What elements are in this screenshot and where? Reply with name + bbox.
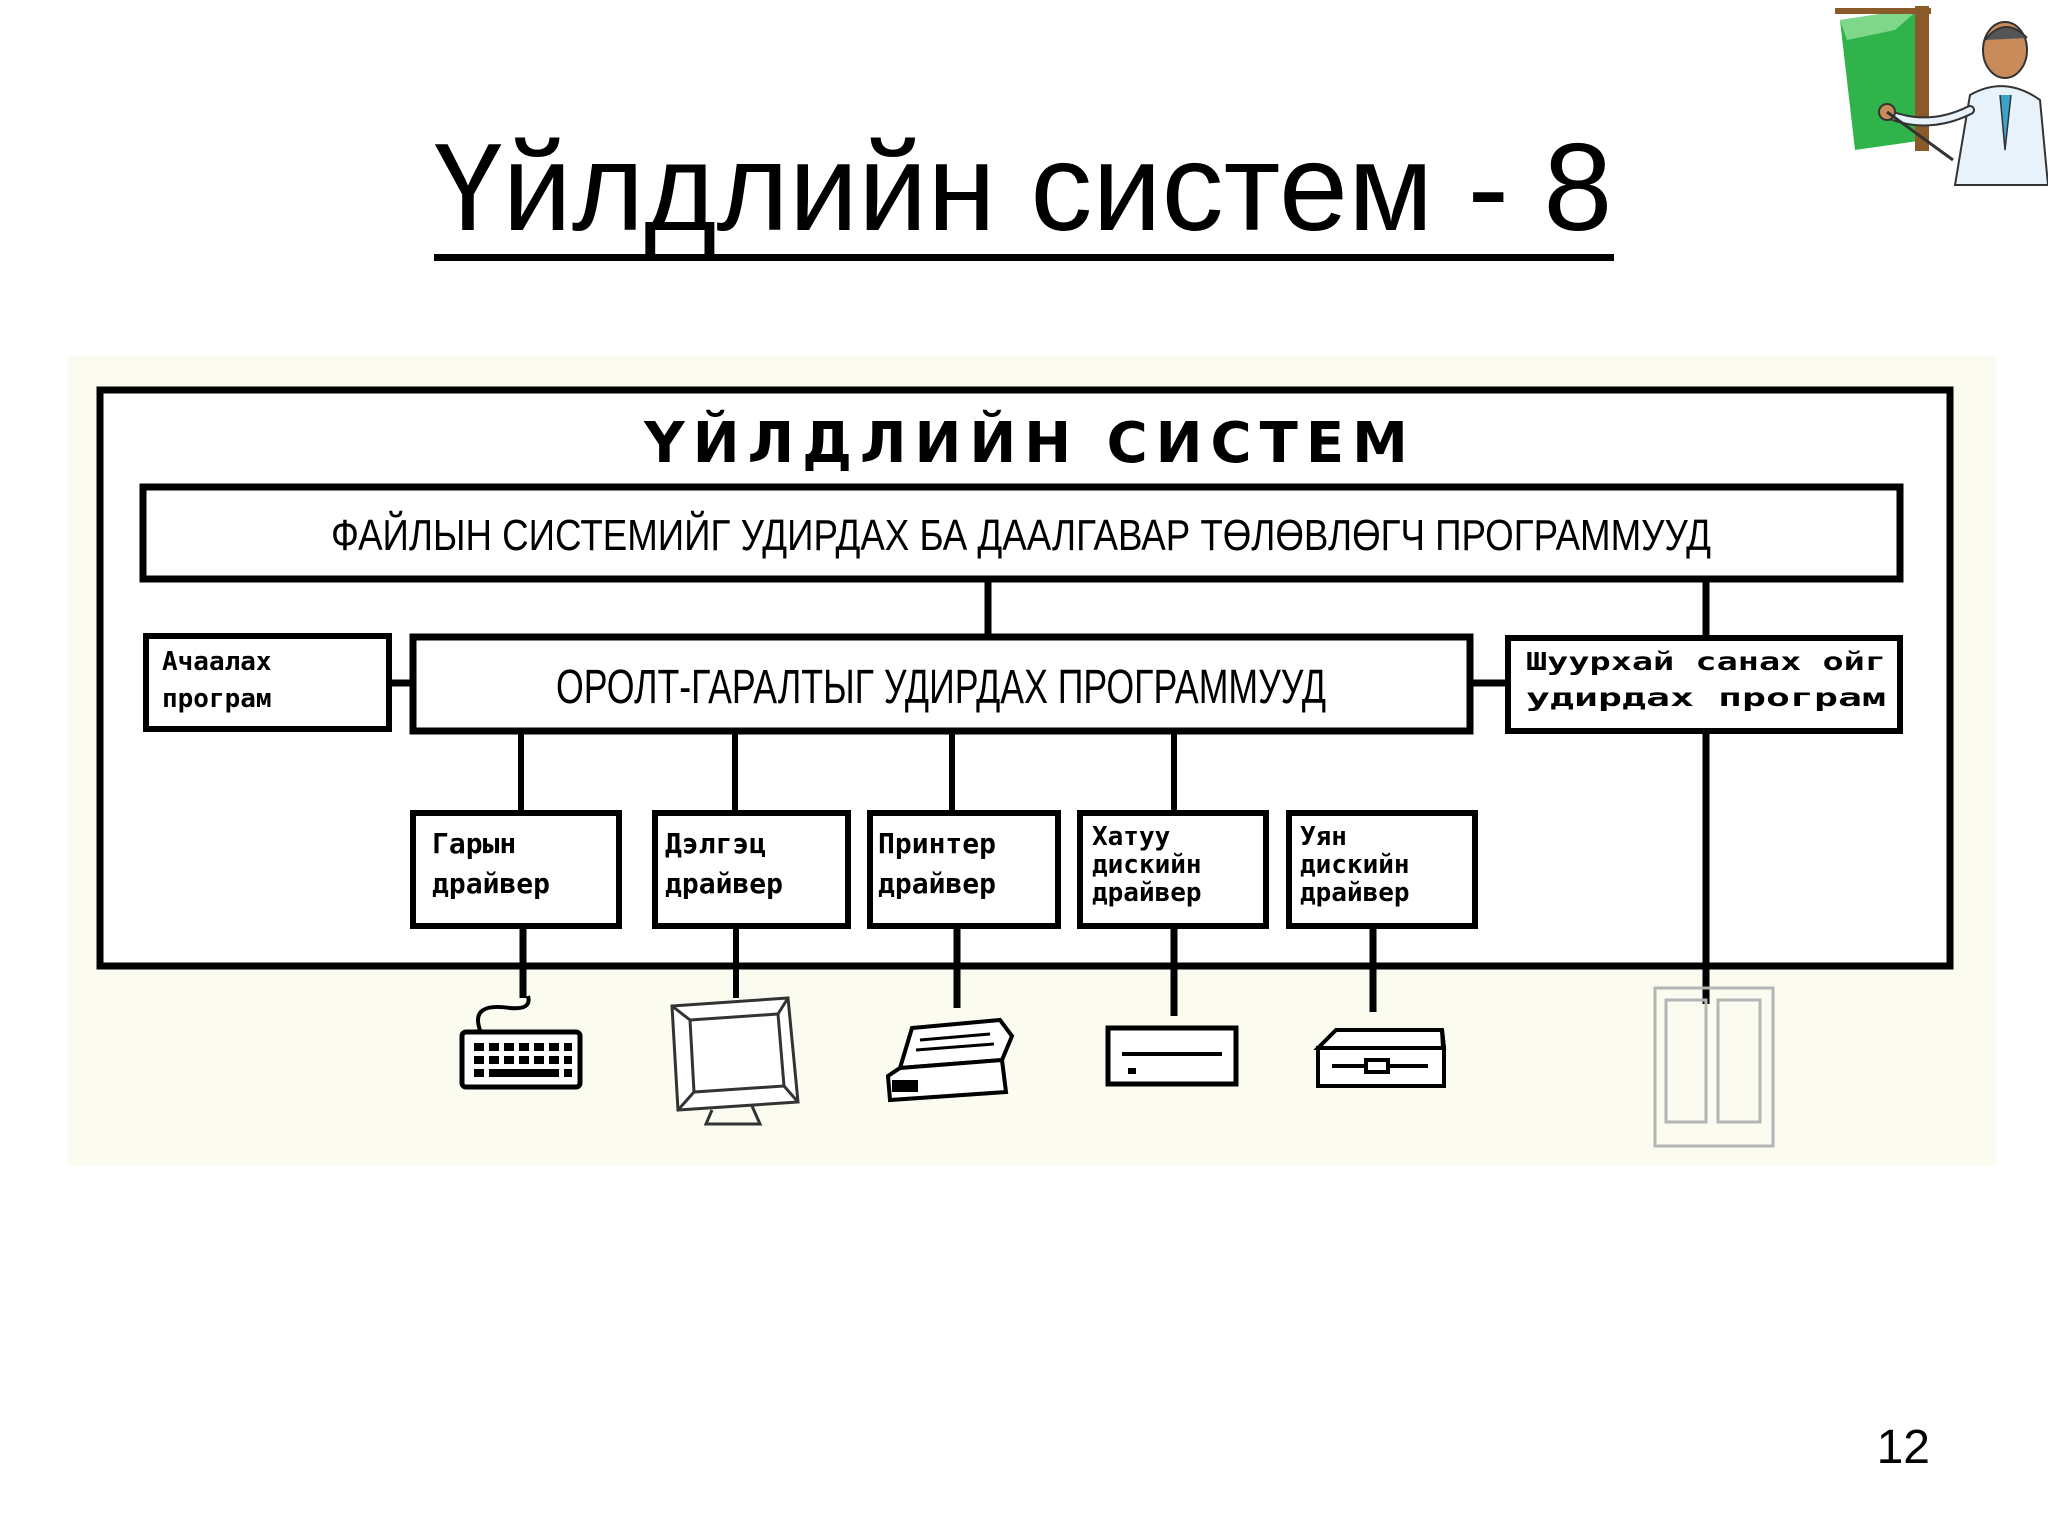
io-management-box xyxy=(409,633,1474,735)
keyboard-driver-line2: драйвер xyxy=(432,867,550,900)
hard-disk-icon xyxy=(1105,1025,1239,1087)
page-number: 12 xyxy=(1876,1421,1930,1474)
slide-title: Үйлдлийн систем - 8 xyxy=(0,118,2048,261)
printer-driver-box xyxy=(867,810,1061,929)
hard-disk-driver-box xyxy=(1077,810,1269,929)
display-driver-line1: Дэлгэц xyxy=(665,827,766,860)
hard-disk-driver-line1: Хатуу xyxy=(1092,822,1170,852)
floppy-driver-box xyxy=(1286,810,1478,929)
loader-box-line1: Ачаалах xyxy=(162,647,272,677)
keyboard-icon xyxy=(459,995,583,1090)
memory-box-line1: Шуурхай санах ойг xyxy=(1526,647,1886,676)
slide-title-text: Үйлдлийн систем - 8 xyxy=(433,122,1615,261)
floppy-drive-icon xyxy=(1313,1028,1447,1088)
hard-disk-driver-line2: дискийн xyxy=(1092,850,1202,880)
printer-driver-line1: Принтер xyxy=(878,827,996,860)
monitor-icon xyxy=(670,996,800,1126)
io-management-box-label: ОРОЛТ-ГАРАЛТЫГ УДИРДАХ ПРОГРАММУУД xyxy=(556,661,1326,714)
printer-driver-line2: драйвер xyxy=(878,867,996,900)
teacher-pointing-icon xyxy=(1835,6,2048,186)
floppy-driver-line2: дискийн xyxy=(1300,850,1410,880)
display-driver-box xyxy=(652,810,851,929)
os-outer-title: ҮЙЛДЛИЙН СИСТЕМ xyxy=(643,410,1416,476)
memory-management-box xyxy=(1505,635,1903,734)
hard-disk-driver-line3: драйвер xyxy=(1092,878,1202,908)
printer-icon xyxy=(885,1017,1015,1103)
loader-box-line2: програм xyxy=(162,684,272,714)
memory-icon xyxy=(1653,986,1775,1148)
display-driver-line2: драйвер xyxy=(665,867,783,900)
keyboard-driver-box xyxy=(410,810,622,929)
file-system-box xyxy=(139,483,1904,583)
file-system-box-label: ФАЙЛЫН СИСТЕМИЙГ УДИРДАХ БА ДААЛГАВАР ТӨ… xyxy=(331,509,1711,560)
keyboard-driver-line1: Гарын xyxy=(432,827,516,860)
floppy-driver-line3: драйвер xyxy=(1300,878,1410,908)
memory-box-line2: удирдах програм xyxy=(1526,683,1886,712)
floppy-driver-line1: Уян xyxy=(1300,822,1347,852)
